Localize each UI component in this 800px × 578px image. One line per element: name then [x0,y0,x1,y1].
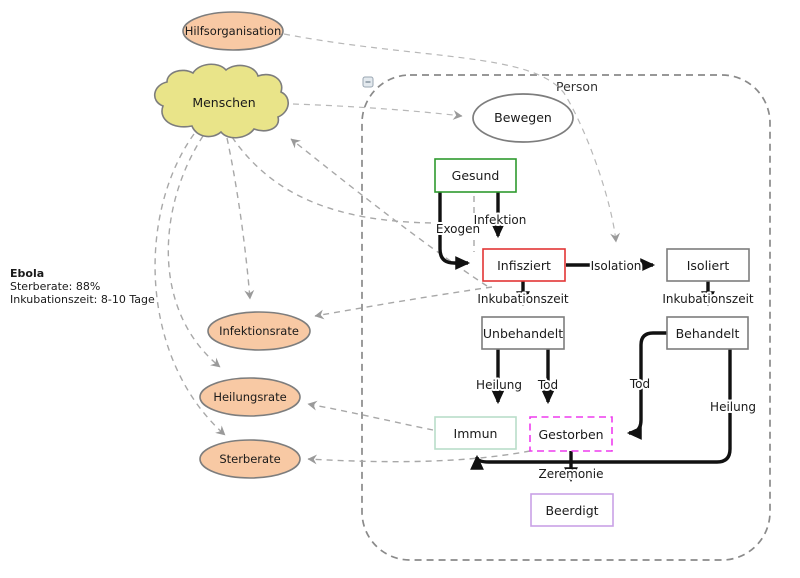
label-tod-mitte: Tod [537,378,558,392]
model-title: Ebola [10,267,44,280]
immun-label: Immun [454,426,498,441]
reference-links [154,33,621,465]
collapse-icon[interactable] [362,76,374,88]
sterberate-label: Sterberate [219,452,280,466]
transition-heilung-rechts[interactable] [470,348,732,470]
node-sterberate[interactable]: Sterberate [199,439,301,479]
heilungsrate-label: Heilungsrate [213,390,286,404]
person-frame-label: Person [556,79,598,94]
link-hilfsorganisation-isolation[interactable] [283,33,621,243]
model-sterberate: Sterberate: 88% [10,280,100,293]
unbehandelt-label: Unbehandelt [483,326,563,341]
model-inkubationszeit: Inkubationszeit: 8-10 Tage [10,293,155,306]
transition-tod-rechts[interactable] [626,331,667,440]
label-isolation: Isolation [591,259,642,273]
transition-exogen[interactable] [438,192,471,270]
label-exogen: Exogen [436,222,480,236]
label-infektion: Infektion [474,213,527,227]
bewegen-label: Bewegen [494,110,552,125]
behandelt-label: Behandelt [676,326,740,341]
model-info-block: Ebola Sterberate: 88% Inkubationszeit: 8… [10,267,155,306]
label-heilung-rechts: Heilung [710,400,756,414]
label-tod-rechts: Tod [629,377,650,391]
node-hilfsorganisation[interactable]: Hilfsorganisation [182,11,284,51]
state-isoliert[interactable]: Isoliert [666,248,750,282]
beerdigt-label: Beerdigt [545,503,598,518]
link-gestorben-sterberate[interactable] [307,450,531,465]
state-behandelt[interactable]: Behandelt [666,316,749,350]
gestorben-label: Gestorben [538,427,603,442]
label-inkubationszeit-links: Inkubationszeit [477,292,569,306]
infisziert-label: Infisziert [497,258,551,273]
label-heilung-links: Heilung [476,378,522,392]
hilfsorganisation-label: Hilfsorganisation [185,24,282,38]
state-gesund[interactable]: Gesund [434,158,517,193]
infektionsrate-label: Infektionsrate [219,324,299,338]
person-agent-frame[interactable]: Person [361,74,771,561]
state-infisziert[interactable]: Infisziert [482,248,566,282]
label-zeremonie: Zeremonie [538,467,603,481]
link-menschen-infektionsrate[interactable] [226,137,255,300]
link-infisziert-menschen[interactable] [290,138,488,287]
transition-labels: Exogen Infektion Isolation Inkubationsze… [434,211,758,483]
state-unbehandelt[interactable]: Unbehandelt [481,316,565,350]
link-menschen-bewegen[interactable] [292,103,463,120]
menschen-label: Menschen [192,95,255,110]
gesund-label: Gesund [452,168,500,183]
state-beerdigt[interactable]: Beerdigt [530,493,614,527]
link-immun-heilungsrate[interactable] [307,400,434,431]
link-menschen-heilungsrate[interactable] [167,135,221,368]
isoliert-label: Isoliert [687,258,730,273]
node-infektionsrate[interactable]: Infektionsrate [207,311,311,351]
node-heilungsrate[interactable]: Heilungsrate [199,377,301,417]
link-infisziert-infektionsrate[interactable] [314,286,493,320]
label-inkubationszeit-rechts: Inkubationszeit [662,292,754,306]
node-menschen[interactable]: Menschen [154,63,289,139]
link-menschen-exogen[interactable] [231,136,436,224]
state-bewegen[interactable]: Bewegen [472,93,574,143]
state-immun[interactable]: Immun [434,416,517,450]
state-gestorben[interactable]: Gestorben [529,416,613,452]
transitions [438,192,732,483]
